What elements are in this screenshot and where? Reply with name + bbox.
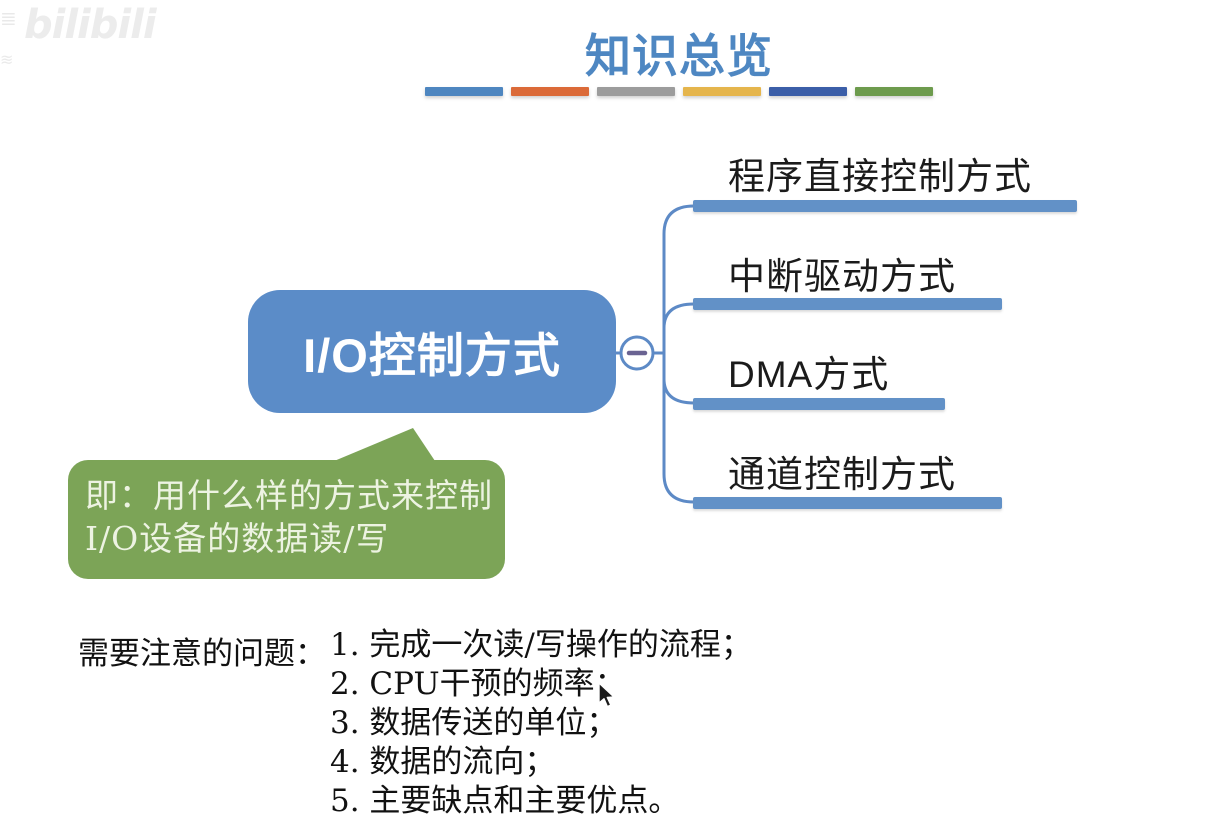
- divider-bar-darkblue: [769, 87, 847, 96]
- note-line-2: I/O设备的数据读/写: [85, 519, 390, 558]
- watermark-fragment: ≋: [0, 52, 14, 69]
- branch-underline: [693, 398, 945, 410]
- divider-bar-gray: [597, 87, 675, 96]
- note-callout: 即：用什么样的方式来控制 I/O设备的数据读/写: [68, 460, 505, 579]
- divider-bar-green: [855, 87, 933, 96]
- branch-program-direct-control[interactable]: 程序直接控制方式: [728, 156, 1032, 197]
- question-item: 5. 主要缺点和主要优点。: [330, 783, 680, 819]
- divider-bar-orange: [511, 87, 589, 96]
- question-item: 1. 完成一次读/写操作的流程；: [330, 627, 752, 663]
- branch-underline: [693, 497, 1002, 509]
- question-item: 4. 数据的流向；: [330, 744, 556, 780]
- page-title: 知识总览: [585, 29, 773, 83]
- collapse-button[interactable]: [619, 335, 655, 371]
- watermark-fragment: ≣: [0, 8, 17, 30]
- branch-underline: [693, 298, 1002, 310]
- branch-dma[interactable]: DMA方式: [728, 354, 890, 395]
- branch-interrupt-driven[interactable]: 中断驱动方式: [728, 256, 956, 297]
- note-line-1: 即：用什么样的方式来控制: [85, 476, 493, 515]
- mindmap-connector-lines: [610, 204, 696, 504]
- bilibili-watermark-logo: bilibili: [24, 2, 157, 48]
- divider-bar-gold: [683, 87, 761, 96]
- title-divider-bars: [425, 87, 933, 96]
- note-callout-tail: [327, 428, 437, 464]
- branch-underline: [693, 200, 1077, 212]
- mindmap-root-node[interactable]: I/O控制方式: [248, 290, 616, 413]
- branch-channel-control[interactable]: 通道控制方式: [728, 454, 956, 495]
- questions-label: 需要注意的问题：: [78, 636, 326, 672]
- question-item: 3. 数据传送的单位；: [330, 705, 618, 741]
- mouse-cursor: [598, 682, 615, 708]
- questions-list: 1. 完成一次读/写操作的流程； 2. CPU干预的频率； 3. 数据传送的单位…: [330, 626, 752, 821]
- divider-bar-blue: [425, 87, 503, 96]
- question-item: 2. CPU干预的频率；: [330, 666, 626, 702]
